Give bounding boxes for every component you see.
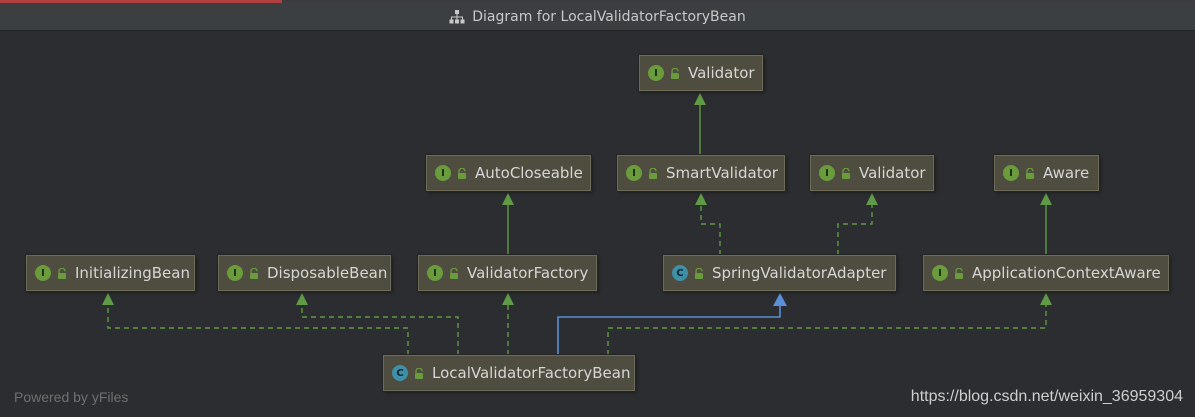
node-validatorfactory[interactable]: I ValidatorFactory [418,255,597,291]
node-label: Aware [1043,164,1090,182]
interface-badge-icon: I [427,265,443,281]
class-badge-icon: C [392,365,408,381]
node-smartvalidator[interactable]: I SmartValidator [617,155,785,191]
node-aware[interactable]: I Aware [994,155,1099,191]
top-strip [0,0,1195,3]
lock-icon [695,267,703,279]
powered-by-label: Powered by yFiles [14,389,129,405]
lock-icon [671,67,679,79]
diagram-canvas[interactable]: I Validator I AutoCloseable I SmartValid… [0,31,1195,417]
node-label: Validator [859,164,926,182]
lock-icon [58,267,66,279]
interface-badge-icon: I [227,265,243,281]
node-localvalidatorfactorybean[interactable]: C LocalValidatorFactoryBean [383,355,635,391]
edge-springvalidatoradapter-validator [837,193,878,255]
interface-badge-icon: I [1003,165,1019,181]
interface-badge-icon: I [35,265,51,281]
lock-icon [955,267,963,279]
lock-icon [458,167,466,179]
lock-icon [649,167,657,179]
node-label: SmartValidator [666,164,778,182]
interface-badge-icon: I [648,65,664,81]
node-validator-mid[interactable]: I Validator [810,155,934,191]
node-label: AutoCloseable [475,164,583,182]
edge-applicationcontextaware-aware [1040,193,1052,255]
node-applicationcontextaware[interactable]: I ApplicationContextAware [923,255,1169,291]
edge-lvfb-springvalidatoradapter [557,293,787,355]
node-label: SpringValidatorAdapter [712,264,887,282]
node-disposablebean[interactable]: I DisposableBean [218,255,391,291]
node-initializingbean[interactable]: I InitializingBean [26,255,195,291]
node-label: ApplicationContextAware [972,264,1161,282]
edge-lvfb-validatorfactory [502,293,514,355]
node-springvalidatoradapter[interactable]: C SpringValidatorAdapter [663,255,896,291]
edge-smartvalidator-validator [694,93,706,155]
edge-lvfb-applicationcontextaware [607,293,1052,355]
interface-badge-icon: I [626,165,642,181]
interface-badge-icon: I [819,165,835,181]
lock-icon [842,167,850,179]
title-bar: Diagram for LocalValidatorFactoryBean [0,3,1195,31]
node-validator-top[interactable]: I Validator [639,55,763,91]
edges-layer [102,93,1052,355]
class-badge-icon: C [672,265,688,281]
edge-lvfb-disposablebean [296,293,459,355]
node-label: InitializingBean [75,264,190,282]
node-label: DisposableBean [267,264,388,282]
node-label: Validator [688,64,755,82]
edge-validatorfactory-autocloseable [502,193,514,255]
node-autocloseable[interactable]: I AutoCloseable [426,155,591,191]
lock-icon [1026,167,1034,179]
lock-icon [415,367,423,379]
lock-icon [250,267,258,279]
lock-icon [450,267,458,279]
window-title: Diagram for LocalValidatorFactoryBean [472,8,746,25]
node-label: LocalValidatorFactoryBean [432,364,631,382]
edge-springvalidatoradapter-smartvalidator [695,193,721,255]
node-label: ValidatorFactory [467,264,589,282]
edge-lvfb-initializingbean [102,293,409,355]
interface-badge-icon: I [932,265,948,281]
watermark-text: https://blog.csdn.net/weixin_36959304 [910,388,1183,405]
class-hierarchy-icon [449,9,465,23]
interface-badge-icon: I [435,165,451,181]
